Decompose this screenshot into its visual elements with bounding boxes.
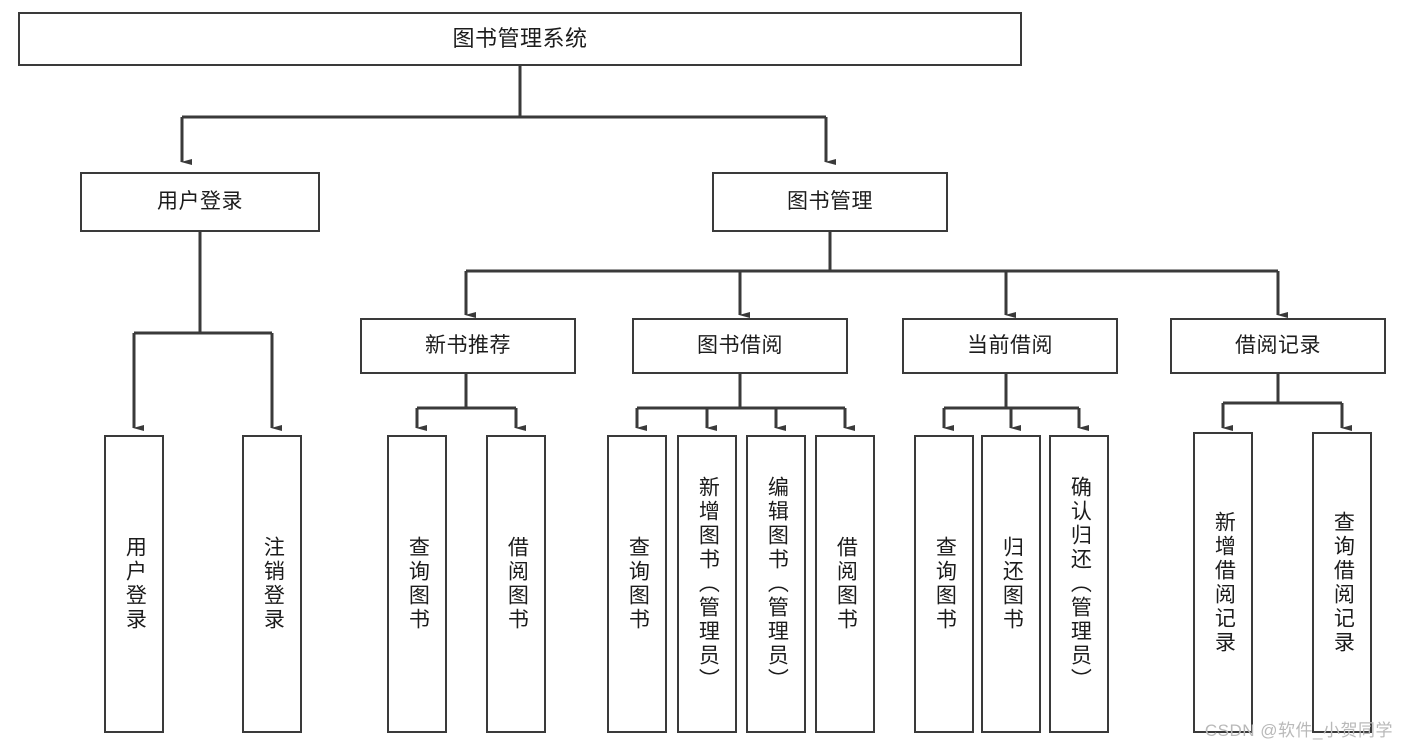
leaf-br-query-record-label: 查询借阅记录 [1331,510,1355,655]
node-current-borrow-label: 当前借阅 [967,333,1053,357]
leaf-nb-borrow-book-label: 借阅图书 [505,536,529,632]
leaf-bb-add-book-label: 新增图书（管理员） [696,476,720,692]
leaf-bb-borrow-book-label: 借阅图书 [834,536,858,632]
node-book-management-label: 图书管理 [787,189,873,213]
node-current-borrow[interactable]: 当前借阅 [902,318,1118,374]
leaf-nb-query-book-label: 查询图书 [406,536,430,632]
node-user-login-label: 用户登录 [157,189,243,213]
leaf-cb-confirm-return-label: 确认归还（管理员） [1068,476,1092,692]
leaf-bb-query-book-label: 查询图书 [626,536,650,632]
leaf-br-add-record[interactable]: 新增借阅记录 [1193,432,1253,733]
leaf-logout-label: 注销登录 [261,536,285,632]
node-user-login[interactable]: 用户登录 [80,172,320,232]
node-book-borrow-label: 图书借阅 [697,333,783,357]
leaf-bb-add-book[interactable]: 新增图书（管理员） [677,435,737,733]
leaf-cb-confirm-return[interactable]: 确认归还（管理员） [1049,435,1109,733]
node-root[interactable]: 图书管理系统 [18,12,1022,66]
leaf-br-add-record-label: 新增借阅记录 [1212,510,1236,655]
node-new-book-recommend[interactable]: 新书推荐 [360,318,576,374]
node-book-management[interactable]: 图书管理 [712,172,948,232]
leaf-nb-query-book[interactable]: 查询图书 [387,435,447,733]
leaf-bb-query-book[interactable]: 查询图书 [607,435,667,733]
leaf-bb-borrow-book[interactable]: 借阅图书 [815,435,875,733]
leaf-cb-return-book-label: 归还图书 [1000,536,1024,632]
leaf-br-query-record[interactable]: 查询借阅记录 [1312,432,1372,733]
leaf-cb-query-book-label: 查询图书 [933,536,957,632]
node-borrow-record[interactable]: 借阅记录 [1170,318,1386,374]
leaf-cb-return-book[interactable]: 归还图书 [981,435,1041,733]
node-book-borrow[interactable]: 图书借阅 [632,318,848,374]
leaf-bb-edit-book-label: 编辑图书（管理员） [765,476,789,692]
node-borrow-record-label: 借阅记录 [1235,333,1321,357]
node-root-label: 图书管理系统 [452,26,588,52]
node-new-book-recommend-label: 新书推荐 [425,333,511,357]
csdn-watermark: CSDN @软件_小贺同学 [1204,721,1393,740]
leaf-bb-edit-book[interactable]: 编辑图书（管理员） [746,435,806,733]
leaf-user-login-label: 用户登录 [123,536,147,632]
leaf-user-login[interactable]: 用户登录 [104,435,164,733]
leaf-nb-borrow-book[interactable]: 借阅图书 [486,435,546,733]
leaf-logout[interactable]: 注销登录 [242,435,302,733]
leaf-cb-query-book[interactable]: 查询图书 [914,435,974,733]
